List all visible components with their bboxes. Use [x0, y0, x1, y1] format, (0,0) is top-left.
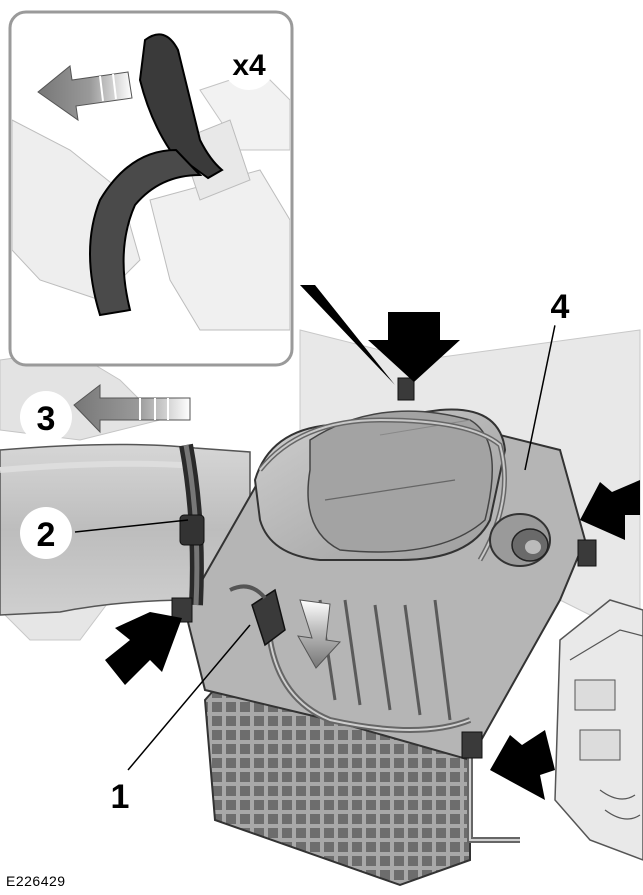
- push-arrows: [105, 312, 640, 800]
- push-arrow-top-icon: [368, 312, 460, 382]
- spring-clip-icon: [138, 33, 224, 180]
- quantity-label: x4: [232, 49, 266, 82]
- direction-arrow-down-icon: [297, 599, 342, 669]
- direction-arrows: [73, 383, 342, 669]
- figure-id: E226429: [6, 873, 66, 889]
- detail-inset: x4: [8, 10, 294, 367]
- push-arrow-right-icon: [580, 480, 640, 540]
- housing-clips: [171, 377, 597, 759]
- air-cleaner-housing: [183, 408, 587, 887]
- callouts: 4 3 2 1: [20, 282, 582, 821]
- inset-leader: [300, 285, 395, 385]
- push-arrow-bottom-right-icon: [490, 730, 555, 800]
- electrical-connector: [229, 584, 286, 647]
- hose-clamp: [179, 443, 205, 606]
- inset-direction-arrow-icon: [37, 65, 133, 122]
- callout-2-label: 2: [37, 516, 56, 554]
- relay-box: [554, 599, 643, 861]
- push-arrow-left-icon: [105, 612, 182, 685]
- callout-1-label: 1: [111, 778, 130, 816]
- callout-4-label: 4: [551, 288, 570, 326]
- direction-arrow-left-icon: [73, 383, 191, 434]
- callout-3-label: 3: [37, 400, 56, 438]
